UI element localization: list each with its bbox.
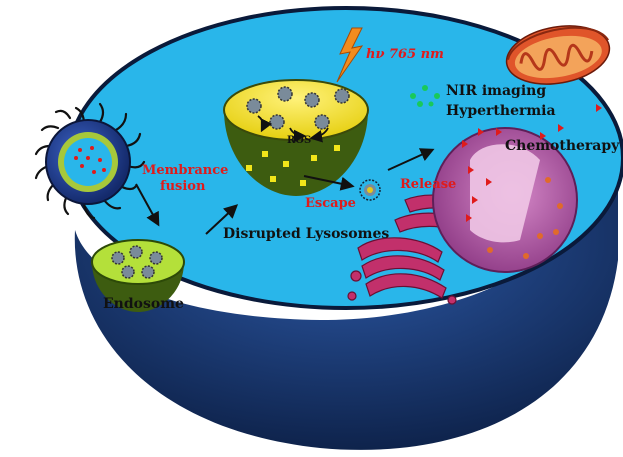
release-label: Release [400,177,456,192]
drug-molecules [462,104,602,222]
lysosome [223,79,369,196]
ros-label: ROS [287,135,311,146]
nucleus [432,127,578,273]
escaping-nanoparticle [359,179,381,201]
pathway-arrows [135,148,435,235]
endosome [91,239,185,312]
wavelength-label: hν 765 nm [366,47,444,62]
membrane-fusion-label-line1: Membrance [142,163,228,178]
disrupted-lysosomes-label: Disrupted Lysosomes [223,226,389,242]
arrow-icon [205,204,239,235]
cell-membrane-side [74,150,618,450]
lightning-bolt-icon [336,27,364,83]
arrow-icon [303,175,355,191]
nanoparticle-icon [34,102,146,220]
arrow-icon [387,148,435,171]
mitochondria [505,25,611,85]
arrow-icon [135,183,160,227]
escape-label: Escape [305,196,356,211]
endosome-label: Endosome [103,296,184,312]
chemotherapy-label: Chemotherapy [505,138,620,154]
membrane-fusion-label-line2: fusion [160,179,206,194]
nir-dots [410,85,440,107]
hyperthermia-label: Hyperthermia [446,103,556,119]
nir-imaging-label: NIR imaging [446,83,546,99]
